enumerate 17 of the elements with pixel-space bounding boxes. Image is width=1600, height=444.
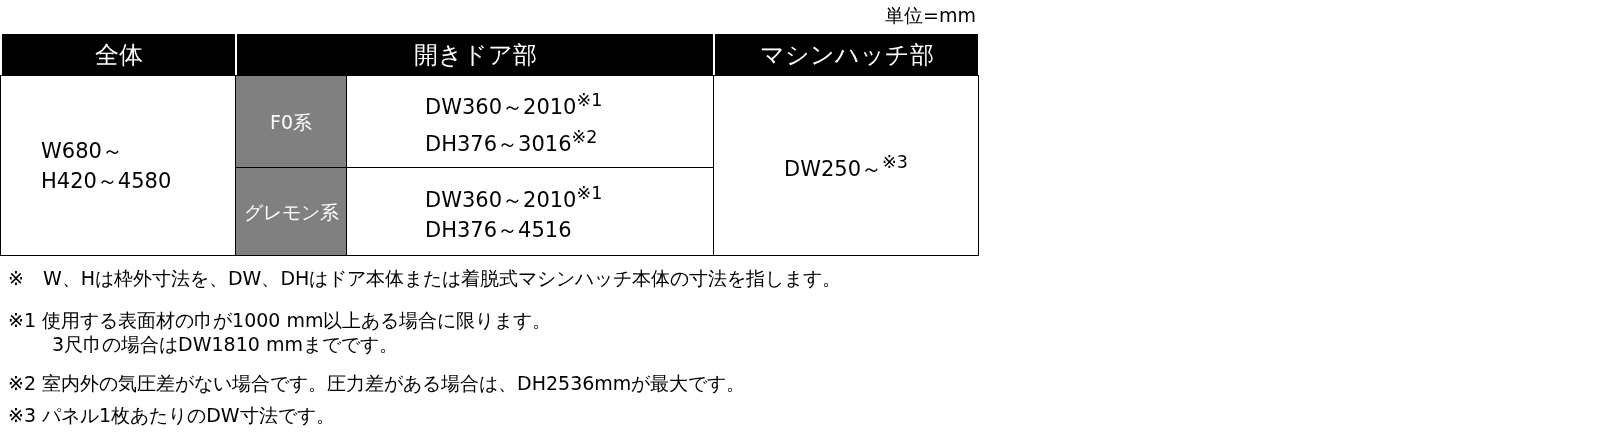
unit-note: 単位=mm	[885, 3, 976, 27]
footnote: ※2 室内外の気圧差がない場合です。圧力差がある場合は、DH2536mmが最大です。	[8, 371, 746, 395]
cell-text: DH376～3016$^{※2}$	[425, 125, 598, 158]
cell-text: DW360～2010$^{※1}$	[425, 88, 603, 121]
cell-text: W680～ H420～4580	[41, 137, 173, 195]
cell-text: DH376～4516	[425, 217, 572, 244]
table-header-cell: マシンハッチ部	[713, 33, 979, 76]
footnote: ※1 使用する表面材の巾が1000 mm以上ある場合に限ります。	[8, 308, 552, 332]
cell-text: DW360～2010$^{※1}$	[425, 182, 603, 214]
footnote: ※3 パネル1枚あたりのDW寸法です。	[8, 403, 335, 427]
table-header-cell: 開きドア部	[235, 33, 714, 76]
table-header-cell: 全体	[0, 33, 236, 76]
row-header-text: グレモン系	[243, 199, 339, 225]
footnote: 3尺巾の場合はDW1810 mmまでです。	[52, 332, 398, 356]
cell-text: DW250～$^{※3}$	[784, 151, 908, 183]
footnote: ※ W、Hは枠外寸法を、DW、DHはドア本体または着脱式マシンハッチ本体の寸法を指します。	[8, 266, 842, 290]
row-header-text: F0系	[270, 109, 312, 135]
